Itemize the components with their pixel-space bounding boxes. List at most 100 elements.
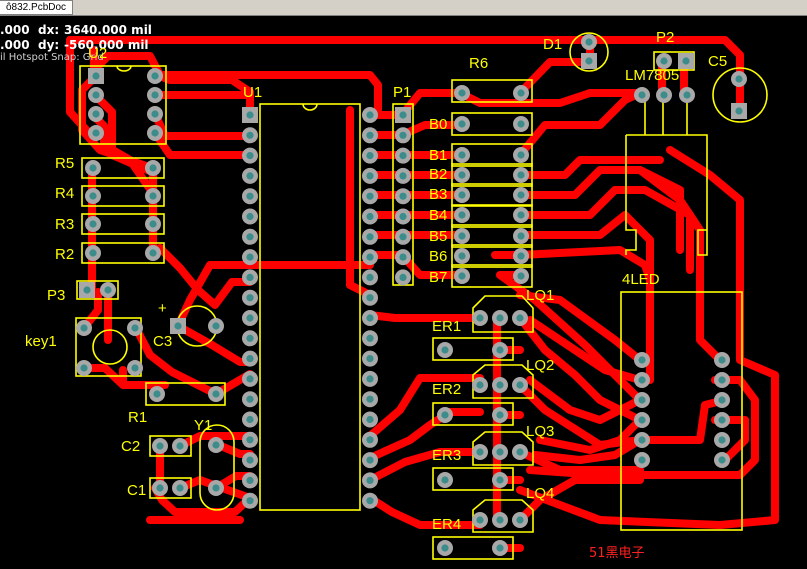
pad-hole bbox=[246, 253, 254, 261]
pad-hole bbox=[517, 211, 525, 219]
pad-hole bbox=[516, 314, 524, 322]
pad-hole bbox=[496, 476, 504, 484]
label-c2: C2 bbox=[121, 438, 141, 455]
pad-hole bbox=[683, 91, 691, 99]
pad-hole bbox=[366, 111, 374, 119]
pad-hole bbox=[366, 294, 374, 302]
pad-hole bbox=[517, 151, 525, 159]
pad-hole bbox=[212, 322, 220, 330]
pad-hole bbox=[735, 107, 743, 115]
pad-hole bbox=[399, 212, 407, 221]
label-er1: ER1 bbox=[432, 318, 462, 335]
pad-hole bbox=[718, 456, 726, 464]
pad-hole bbox=[517, 171, 525, 179]
pad-hole bbox=[131, 364, 139, 372]
pad-hole bbox=[151, 110, 159, 118]
hud-dy-label: dy: bbox=[38, 38, 60, 52]
label-y1: Y1 bbox=[194, 417, 213, 434]
pad-hole bbox=[246, 192, 254, 200]
pad-hole bbox=[366, 233, 374, 241]
label-b5: B5 bbox=[429, 228, 448, 245]
pad-hole bbox=[441, 411, 449, 419]
pad-hole bbox=[638, 91, 646, 99]
pad-hole bbox=[366, 273, 374, 281]
pad-hole bbox=[246, 415, 254, 424]
pad-hole bbox=[89, 192, 97, 200]
label-r6: R6 bbox=[469, 55, 489, 72]
pad-hole bbox=[718, 416, 726, 424]
pad-hole bbox=[458, 232, 466, 240]
label-d1: D1 bbox=[543, 36, 563, 53]
watermark-text: 51黑电子 bbox=[589, 546, 645, 561]
pad-hole bbox=[399, 111, 407, 119]
pad-hole bbox=[441, 476, 449, 484]
pad-hole bbox=[366, 395, 374, 403]
label-b6: B6 bbox=[429, 248, 448, 265]
pad-hole bbox=[496, 544, 504, 552]
pad-hole bbox=[366, 415, 374, 424]
pad-hole bbox=[458, 211, 466, 219]
label-lq4: LQ4 bbox=[526, 485, 555, 502]
pad-hole bbox=[246, 334, 254, 342]
pad-hole bbox=[246, 476, 254, 484]
label-er3: ER3 bbox=[432, 447, 462, 464]
label-lm7805: LM7805 bbox=[625, 67, 680, 84]
label-b3: B3 bbox=[429, 186, 448, 203]
pad-hole bbox=[366, 172, 374, 180]
pad-hole bbox=[149, 249, 157, 257]
pad-hole bbox=[366, 192, 374, 200]
pad-hole bbox=[246, 273, 254, 281]
label-u2: U2 bbox=[88, 45, 108, 62]
pad-hole bbox=[92, 110, 100, 118]
pad-hole bbox=[718, 376, 726, 384]
pad-hole bbox=[516, 381, 524, 389]
pad-hole bbox=[176, 442, 184, 450]
label-r2: R2 bbox=[55, 246, 75, 263]
label-r3: R3 bbox=[55, 216, 75, 233]
label-p3: P3 bbox=[47, 287, 66, 304]
label-lq2: LQ2 bbox=[526, 357, 555, 374]
pad-hole bbox=[151, 72, 159, 80]
pad-hole bbox=[458, 171, 466, 179]
pad-hole bbox=[517, 232, 525, 240]
pad-hole bbox=[212, 390, 220, 398]
label-u1: U1 bbox=[243, 84, 263, 101]
pad-hole bbox=[476, 314, 484, 322]
pad-hole bbox=[149, 192, 157, 200]
pad-hole bbox=[458, 120, 466, 128]
pad-hole bbox=[638, 356, 646, 364]
label-c5: C5 bbox=[708, 53, 728, 70]
document-tab[interactable]: ô832.PcbDoc bbox=[0, 0, 74, 15]
label-er2: ER2 bbox=[432, 381, 462, 398]
hud-x-coordinate: .000 bbox=[0, 23, 30, 37]
label-r1: R1 bbox=[128, 409, 148, 426]
hud-dx-value: 3640.000 mil bbox=[64, 23, 152, 37]
pad-hole bbox=[399, 192, 407, 200]
label-b4: B4 bbox=[429, 207, 448, 224]
pad-hole bbox=[246, 456, 254, 464]
pad-hole bbox=[660, 57, 668, 65]
pad-hole bbox=[399, 233, 407, 241]
pad-hole bbox=[458, 272, 466, 280]
pad-hole bbox=[83, 286, 91, 294]
pad-hole bbox=[92, 72, 100, 80]
label-c3-polarity: + bbox=[158, 300, 167, 317]
label-c3: C3 bbox=[153, 333, 173, 350]
pad-hole bbox=[149, 220, 157, 228]
pad-hole bbox=[149, 164, 157, 172]
pad-hole bbox=[496, 411, 504, 419]
pad-layer bbox=[76, 34, 747, 556]
pcb-canvas[interactable] bbox=[0, 16, 807, 569]
pad-hole bbox=[458, 89, 466, 97]
pad-hole bbox=[718, 436, 726, 444]
label-c1: C1 bbox=[127, 482, 147, 499]
pad-hole bbox=[89, 220, 97, 228]
pad-hole bbox=[131, 324, 139, 332]
pad-hole bbox=[246, 152, 254, 160]
label-lq3: LQ3 bbox=[526, 423, 555, 440]
pad-hole bbox=[496, 516, 504, 524]
pad-hole bbox=[246, 375, 254, 383]
pad-hole bbox=[246, 233, 254, 241]
pad-hole bbox=[366, 314, 374, 322]
pad-hole bbox=[476, 381, 484, 389]
